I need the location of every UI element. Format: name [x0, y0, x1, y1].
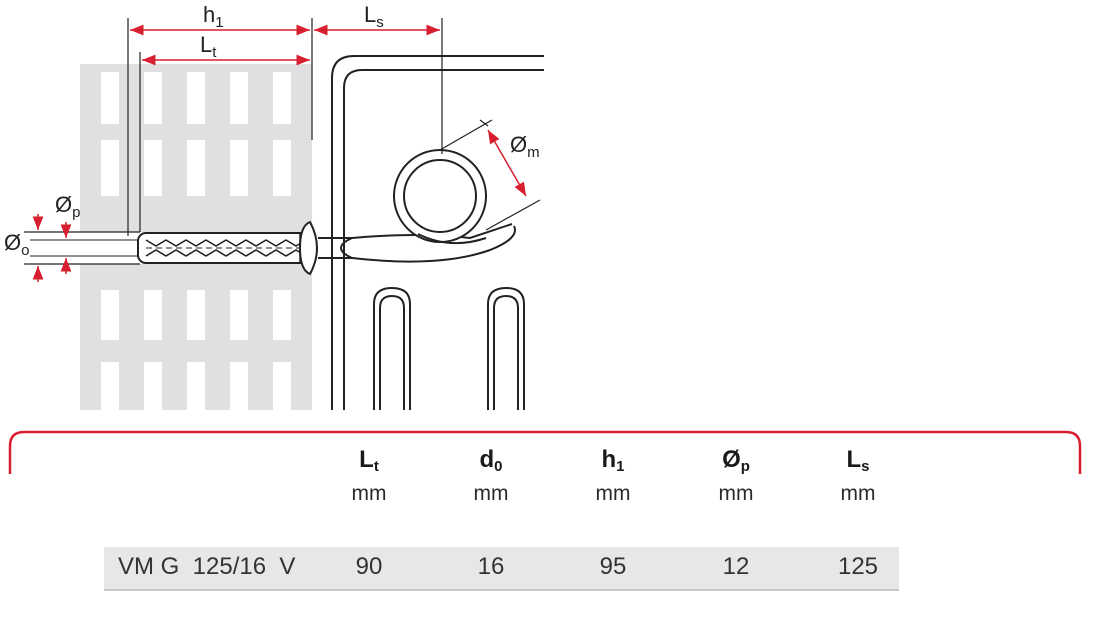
label-oo: Øo	[4, 230, 29, 259]
dimension-arrows	[32, 24, 527, 282]
radiator	[331, 55, 544, 410]
label-lt: Lt	[200, 32, 217, 61]
label-ls: Ls	[364, 2, 384, 31]
dimension-lines	[24, 18, 541, 265]
label-op: Øp	[55, 192, 80, 221]
dowel	[137, 220, 318, 276]
label-h1: h1	[203, 2, 224, 31]
label-om: Øm	[510, 132, 540, 161]
table-frame	[8, 430, 1082, 474]
